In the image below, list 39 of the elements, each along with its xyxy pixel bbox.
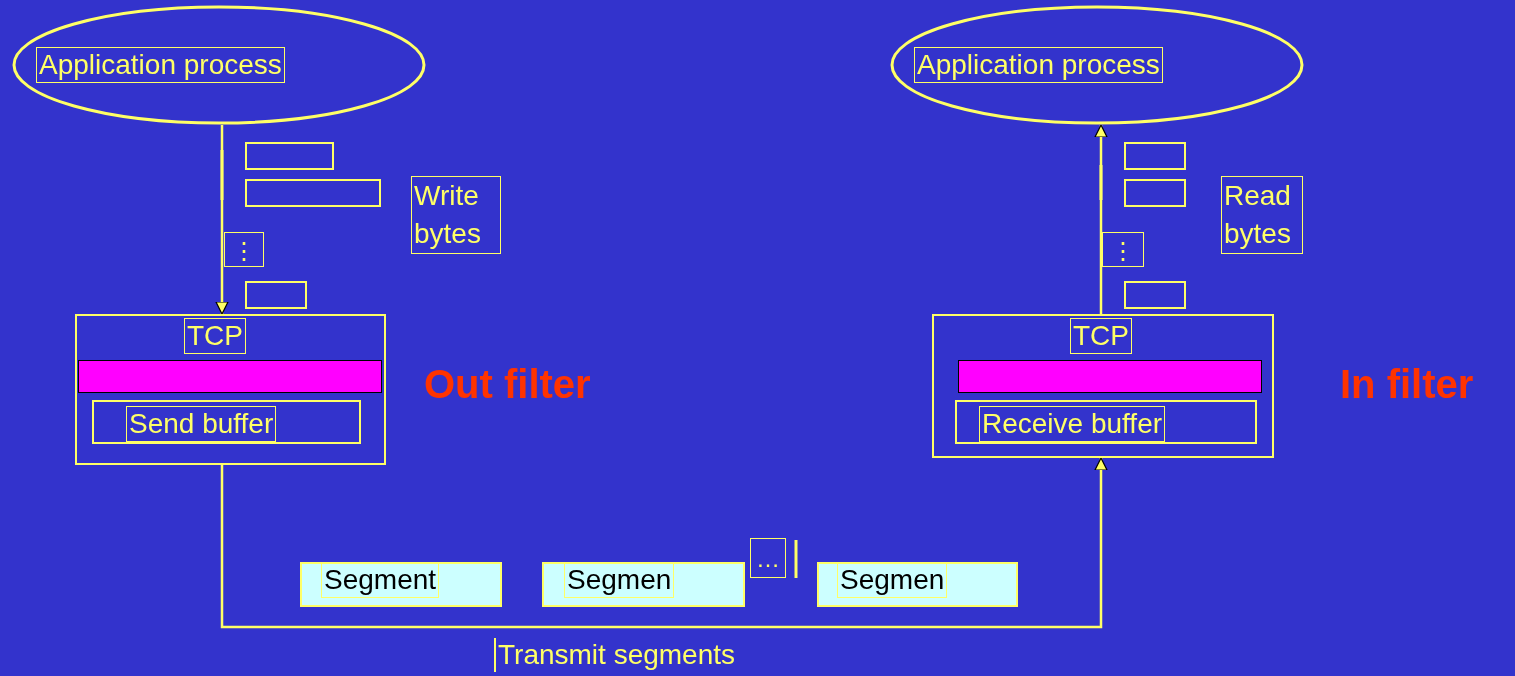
- buffer-bar: [78, 360, 382, 393]
- box: [75, 314, 386, 465]
- node-label: Receive buffer: [979, 406, 1166, 442]
- node-label: Application process: [36, 47, 285, 83]
- ellipsis-text: ⋮: [231, 236, 257, 266]
- segment-box: [817, 562, 1018, 607]
- node-label: Segmen: [564, 562, 675, 598]
- byte-block: [1124, 179, 1186, 207]
- ellipsis-text: …: [755, 544, 781, 574]
- byte-block: [245, 142, 334, 170]
- byte-block: [245, 281, 307, 309]
- filter-label: In filter: [1340, 361, 1474, 408]
- arrow: [220, 457, 1108, 629]
- byte-block: [1124, 142, 1186, 170]
- process-ellipse: [890, 5, 1304, 125]
- segment-box: [542, 562, 745, 607]
- arrow: [1094, 124, 1108, 314]
- node-label: Send buffer: [126, 406, 277, 442]
- ellipsis-box: [224, 232, 264, 267]
- filter-label: Out filter: [424, 361, 591, 408]
- ellipsis-box: [750, 538, 786, 578]
- ellipsis-text: ⋮: [1110, 236, 1136, 266]
- action-label: Read bytes: [1221, 176, 1303, 254]
- byte-block: [1124, 281, 1186, 309]
- arrow: [215, 125, 229, 315]
- byte-block: [245, 179, 381, 207]
- process-ellipse: [12, 5, 426, 125]
- action-label: Write bytes: [411, 176, 501, 254]
- node-label: TCP: [1070, 318, 1132, 354]
- node-label: TCP: [184, 318, 246, 354]
- node-label: Application process: [914, 47, 1163, 83]
- node-label: Segmen: [837, 562, 948, 598]
- box: [92, 400, 361, 444]
- node-label: Segment: [321, 562, 440, 598]
- box: [955, 400, 1257, 444]
- buffer-bar: [958, 360, 1262, 393]
- ellipsis-box: [1102, 232, 1144, 267]
- box: [932, 314, 1274, 458]
- segment-box: [300, 562, 502, 607]
